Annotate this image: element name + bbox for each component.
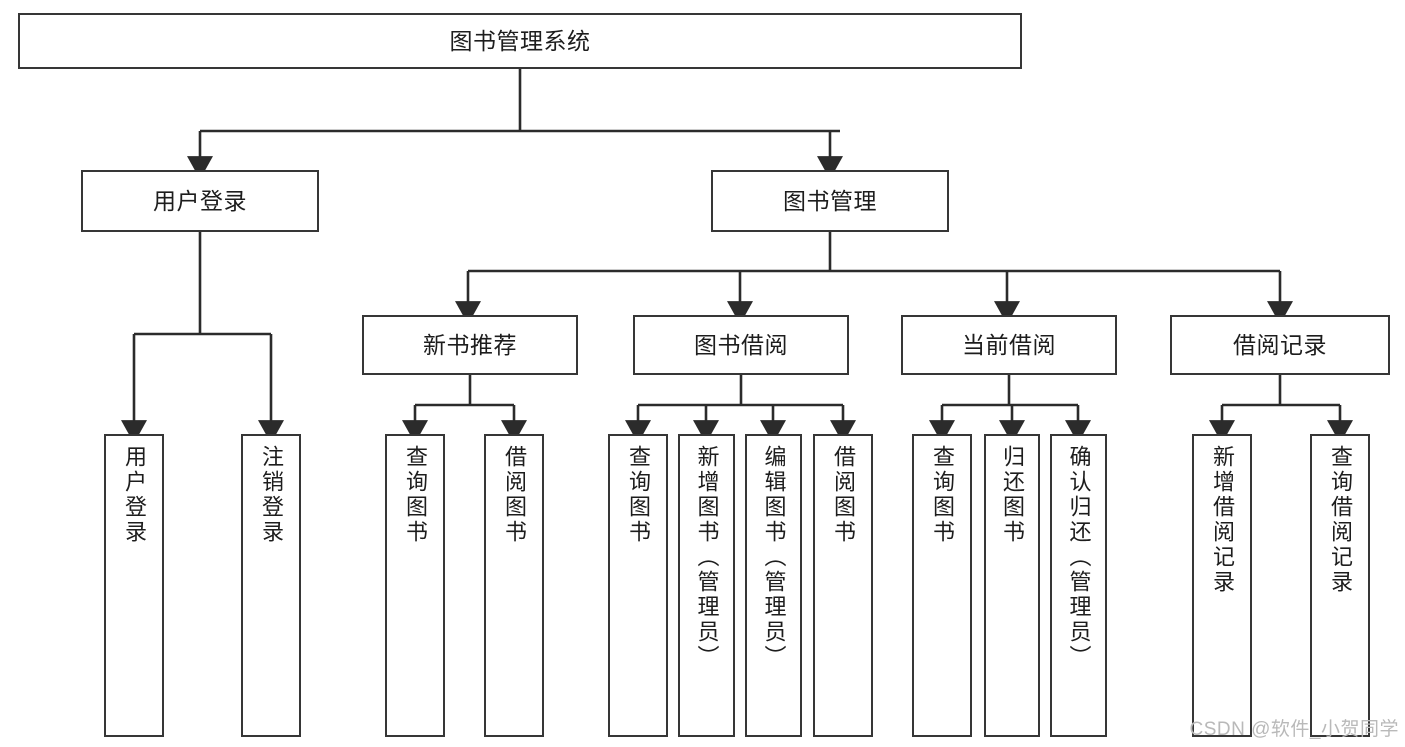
node-root-label: 图书管理系统 [449,27,591,54]
node-leaf-query-record[interactable]: 查询借阅记录 [1310,434,1370,737]
node-leaf-query-book-1[interactable]: 查询图书 [385,434,445,737]
node-leaf-borrow-book-1-label: 借阅图书 [502,445,527,545]
node-leaf-add-record-label: 新增借阅记录 [1210,445,1235,595]
node-leaf-borrow-book-2-label: 借阅图书 [831,445,856,545]
node-leaf-add-record[interactable]: 新增借阅记录 [1192,434,1252,737]
node-leaf-borrow-book-2[interactable]: 借阅图书 [813,434,873,737]
node-leaf-query-book-3-label: 查询图书 [930,445,955,545]
node-leaf-query-record-label: 查询借阅记录 [1328,445,1353,595]
node-leaf-borrow-book-1[interactable]: 借阅图书 [484,434,544,737]
node-leaf-return-book[interactable]: 归还图书 [984,434,1040,737]
node-current-borrow[interactable]: 当前借阅 [901,315,1117,375]
node-user-login[interactable]: 用户登录 [81,170,319,232]
node-leaf-return-book-label: 归还图书 [1000,445,1025,545]
node-book-manage-label: 图书管理 [783,187,877,214]
node-borrow-record-label: 借阅记录 [1233,331,1327,358]
node-user-login-label: 用户登录 [153,187,247,214]
node-leaf-confirm-return[interactable]: 确认归还（管理员） [1050,434,1107,737]
node-leaf-user-logout-label: 注销登录 [259,445,284,545]
node-new-book-recommend-label: 新书推荐 [423,331,517,358]
node-leaf-query-book-2-label: 查询图书 [626,445,651,545]
node-leaf-user-login-label: 用户登录 [122,445,147,545]
node-leaf-query-book-2[interactable]: 查询图书 [608,434,668,737]
node-root[interactable]: 图书管理系统 [18,13,1022,69]
node-leaf-query-book-3[interactable]: 查询图书 [912,434,972,737]
node-leaf-query-book-1-label: 查询图书 [403,445,428,545]
watermark: CSDN @软件_小贺同学 [1189,719,1399,740]
node-leaf-user-login[interactable]: 用户登录 [104,434,164,737]
node-book-borrow-label: 图书借阅 [694,331,788,358]
node-leaf-add-book[interactable]: 新增图书（管理员） [678,434,735,737]
node-borrow-record[interactable]: 借阅记录 [1170,315,1390,375]
node-leaf-edit-book-label: 编辑图书（管理员） [761,445,787,670]
node-leaf-user-logout[interactable]: 注销登录 [241,434,301,737]
node-leaf-confirm-return-label: 确认归还（管理员） [1066,445,1092,670]
node-current-borrow-label: 当前借阅 [962,331,1056,358]
node-leaf-edit-book[interactable]: 编辑图书（管理员） [745,434,802,737]
node-book-manage[interactable]: 图书管理 [711,170,949,232]
node-book-borrow[interactable]: 图书借阅 [633,315,849,375]
node-new-book-recommend[interactable]: 新书推荐 [362,315,578,375]
node-leaf-add-book-label: 新增图书（管理员） [694,445,720,670]
